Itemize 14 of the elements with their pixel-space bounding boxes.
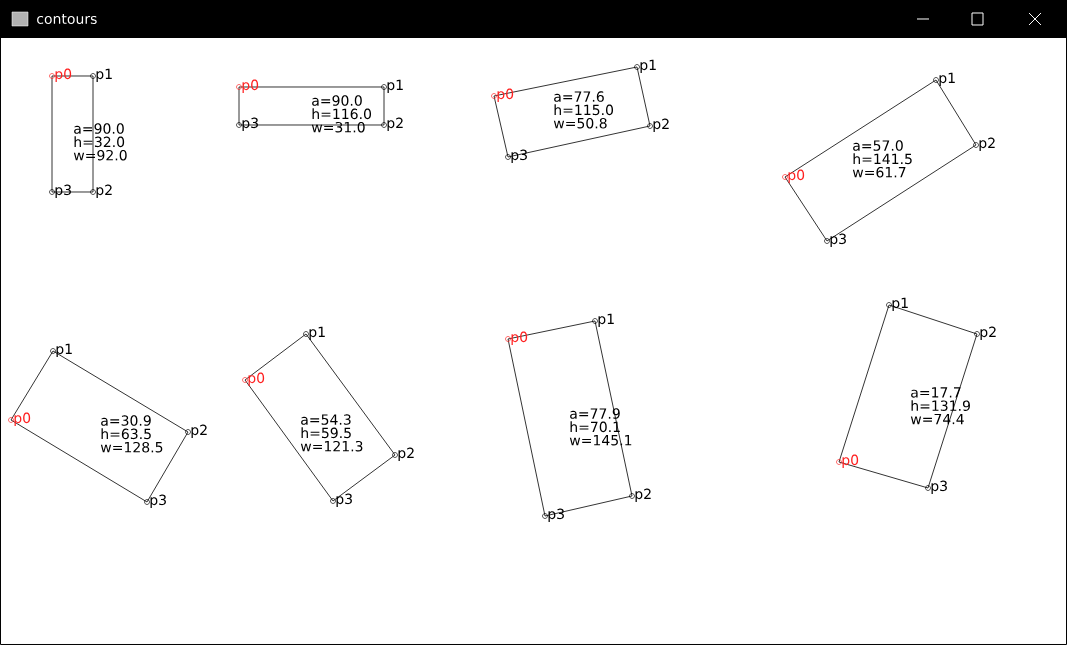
corner-label: p1: [387, 79, 403, 93]
corner-label: p3: [55, 184, 71, 198]
corner-label: p0: [242, 79, 259, 93]
corner-label: p2: [387, 117, 403, 131]
corner-label: p0: [788, 169, 805, 183]
diagram-title: contours: [37, 13, 97, 24]
corner-label: p1: [96, 68, 112, 82]
corner-label: p2: [96, 184, 112, 198]
corner-label: p3: [242, 117, 258, 131]
corner-label: p0: [248, 372, 265, 386]
corner-label: p2: [191, 424, 207, 438]
corner-label: p0: [55, 68, 72, 82]
corner-label: p0: [842, 454, 859, 468]
corner-label: p0: [14, 412, 31, 426]
